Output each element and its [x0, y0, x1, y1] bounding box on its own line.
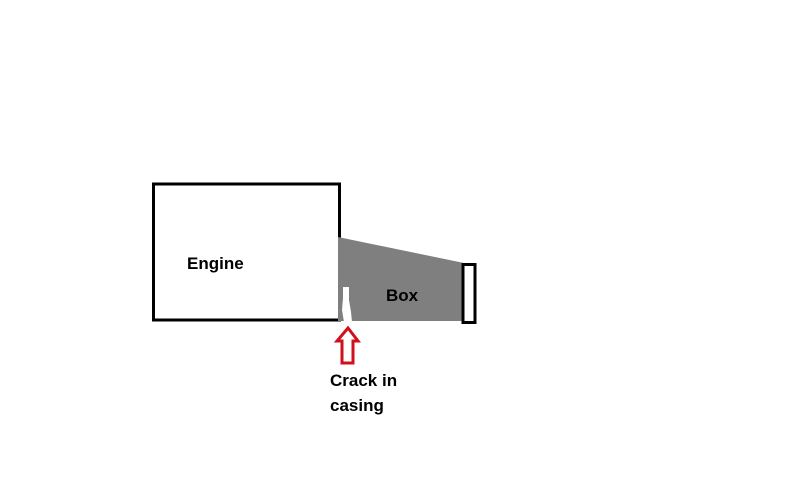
box-label: Box: [386, 286, 419, 305]
crack-label-line2: casing: [330, 396, 384, 415]
engine-outline: [152, 182, 341, 322]
gearbox-end-flange: [461, 263, 477, 324]
crack-pointer-arrow-icon: [333, 325, 362, 365]
crack-label-line1: Crack in: [330, 371, 397, 390]
gearbox: Box: [338, 237, 477, 324]
gearbox-body: [338, 237, 464, 321]
engine-block: Engine: [152, 182, 341, 322]
casing-crack: [342, 287, 352, 322]
engine-label: Engine: [187, 254, 244, 273]
